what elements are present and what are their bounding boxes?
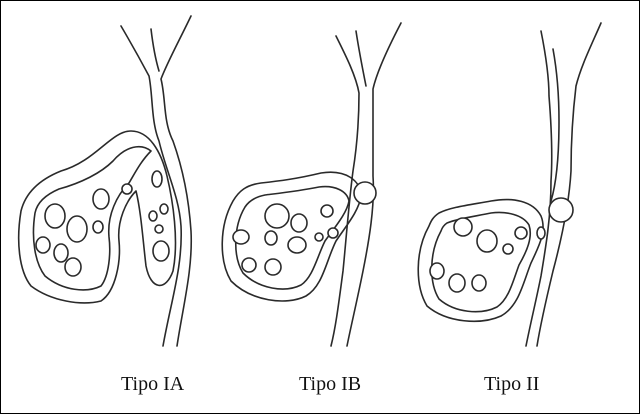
type-ia-stone [45, 204, 65, 228]
type-ii-stone [477, 230, 497, 252]
type-ib-stone [233, 230, 249, 244]
type-ib-stone [315, 233, 323, 241]
type-ii-stone [454, 218, 472, 236]
type-ia-stone [122, 184, 132, 194]
type-ii-duct-lumen [551, 49, 559, 201]
type-ib-stone [321, 205, 333, 217]
type-ii-stone [430, 263, 444, 279]
type-ia-stone [93, 189, 109, 209]
label-tipo-ii: Tipo II [484, 373, 539, 396]
type-ii-gallbladder-outline [418, 200, 543, 322]
type-ia-stone [54, 244, 68, 262]
type-ii-cyst [549, 198, 573, 222]
type-ia-duct-wall-right [161, 16, 191, 346]
type-ii-stone [515, 227, 527, 239]
type-ii-stone [537, 227, 545, 239]
label-tipo-ia: Tipo IA [121, 373, 184, 396]
type-ib-stone [265, 204, 289, 228]
type-ib-stone [291, 214, 307, 232]
type-ia-duct-branch [151, 29, 159, 71]
type-ia-stone [155, 225, 163, 233]
type-ia-stone [93, 221, 103, 233]
type-ia-stone [36, 237, 50, 253]
type-ii-gallbladder-inner-wall [432, 213, 531, 312]
type-ia-stone [153, 241, 169, 261]
type-ii-illustration [418, 23, 601, 346]
type-ib-duct-branch [356, 31, 366, 86]
type-ib-stone [288, 237, 306, 253]
type-ii-stone [472, 275, 486, 291]
type-ia-stone [160, 204, 168, 214]
type-ia-stone [152, 171, 162, 187]
label-tipo-ib: Tipo IB [299, 373, 361, 396]
type-ib-duct-wall-right [347, 23, 401, 346]
type-ia-stone [65, 258, 81, 276]
type-ib-cyst [354, 182, 376, 204]
type-ii-stone [449, 274, 465, 292]
type-ia-stone [67, 216, 87, 242]
type-ia-illustration [19, 16, 192, 346]
type-ii-duct-wall-left [526, 31, 552, 346]
type-ii-stone [503, 244, 513, 254]
type-ib-stone [242, 258, 256, 272]
type-ib-stone [265, 231, 277, 245]
type-ii-duct-wall-right [537, 23, 601, 346]
type-ib-stone [328, 228, 338, 238]
type-ia-stone [149, 211, 157, 221]
type-ib-illustration [222, 23, 401, 346]
type-ib-stone [265, 259, 281, 275]
